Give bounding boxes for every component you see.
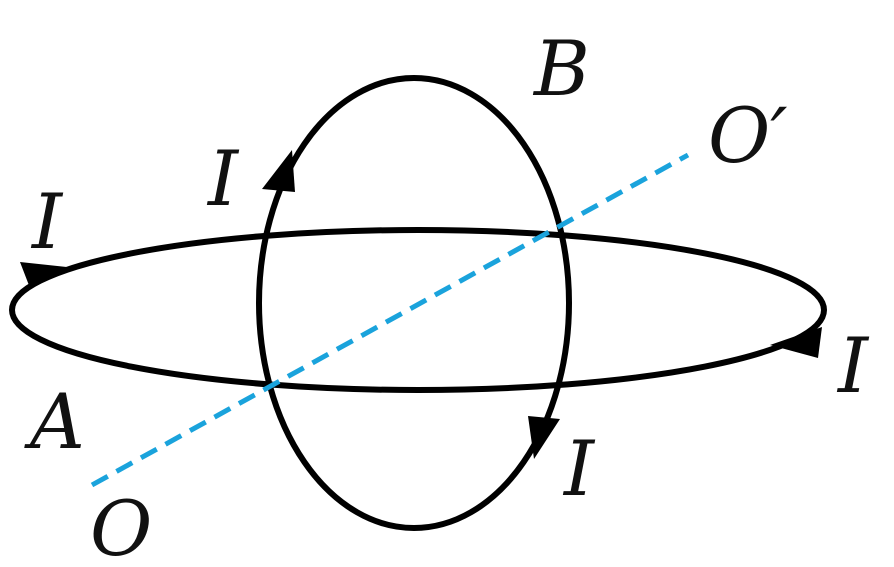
label-current-b-left: I (206, 134, 240, 223)
arrow-loop-b-right (528, 416, 560, 459)
arrow-loop-b-left (262, 150, 295, 192)
label-loop-b: B (532, 24, 590, 113)
label-axis-start: O (90, 484, 152, 567)
arrow-loop-a-left (20, 262, 76, 288)
label-axis-end: O′ (708, 91, 788, 180)
loop-b (256, 75, 572, 531)
label-loop-a: A (24, 377, 85, 466)
label-current-b-right: I (562, 424, 596, 513)
loop-a (9, 227, 827, 393)
arrow-loop-a-right (770, 327, 822, 358)
axis-oo-prime (90, 152, 690, 488)
label-current-a-left: I (30, 177, 64, 266)
label-current-a-right: I (836, 321, 870, 410)
